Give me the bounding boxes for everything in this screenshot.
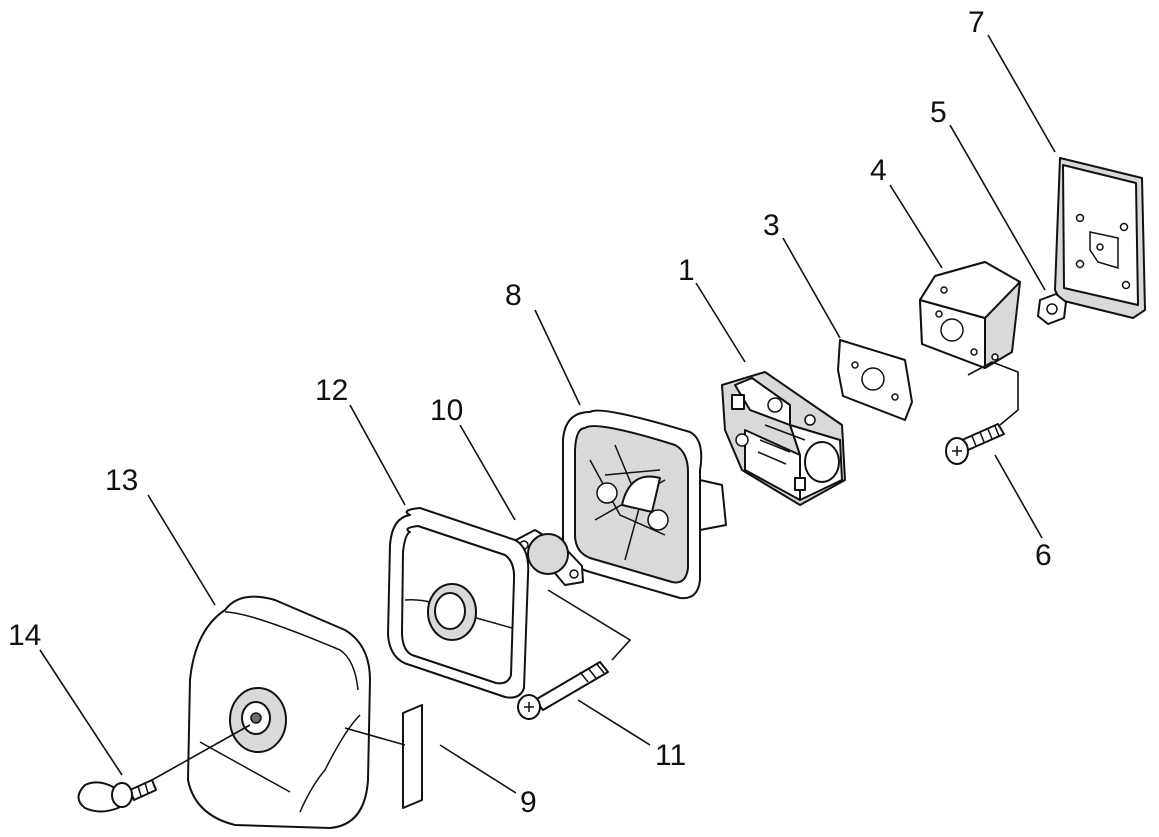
part-8-air-cleaner-base (562, 409, 727, 600)
callout-10: 10 (430, 394, 463, 427)
callout-12: 12 (315, 374, 348, 407)
callout-14: 14 (8, 619, 41, 652)
part-5-nut (1037, 293, 1067, 325)
callout-7: 7 (968, 6, 985, 39)
part-6-screw (945, 361, 1019, 465)
callout-8: 8 (505, 279, 522, 312)
part-7-gasket-plate (1054, 157, 1146, 319)
part-4-insulator (919, 261, 1021, 369)
callout-6: 6 (1035, 539, 1052, 572)
leader-lines (39, 34, 1056, 794)
part-14-wing-bolt (77, 724, 251, 813)
callout-1: 1 (678, 254, 695, 287)
part-13-cover (187, 595, 371, 829)
callout-3: 3 (763, 209, 780, 242)
part-10-bracket (515, 529, 632, 661)
callout-13: 13 (105, 464, 138, 497)
callout-9: 9 (520, 786, 537, 819)
callout-11: 11 (655, 739, 686, 772)
part-9-label (402, 704, 423, 809)
part-11-long-screw (517, 661, 609, 720)
part-1-carburetor (721, 371, 846, 506)
callout-labels: 7 5 4 3 1 8 10 12 13 14 6 11 9 (8, 6, 1052, 819)
part-12-filter-element (387, 507, 530, 699)
callout-4: 4 (870, 154, 887, 187)
callout-5: 5 (930, 96, 947, 129)
part-3-gasket (837, 339, 913, 421)
